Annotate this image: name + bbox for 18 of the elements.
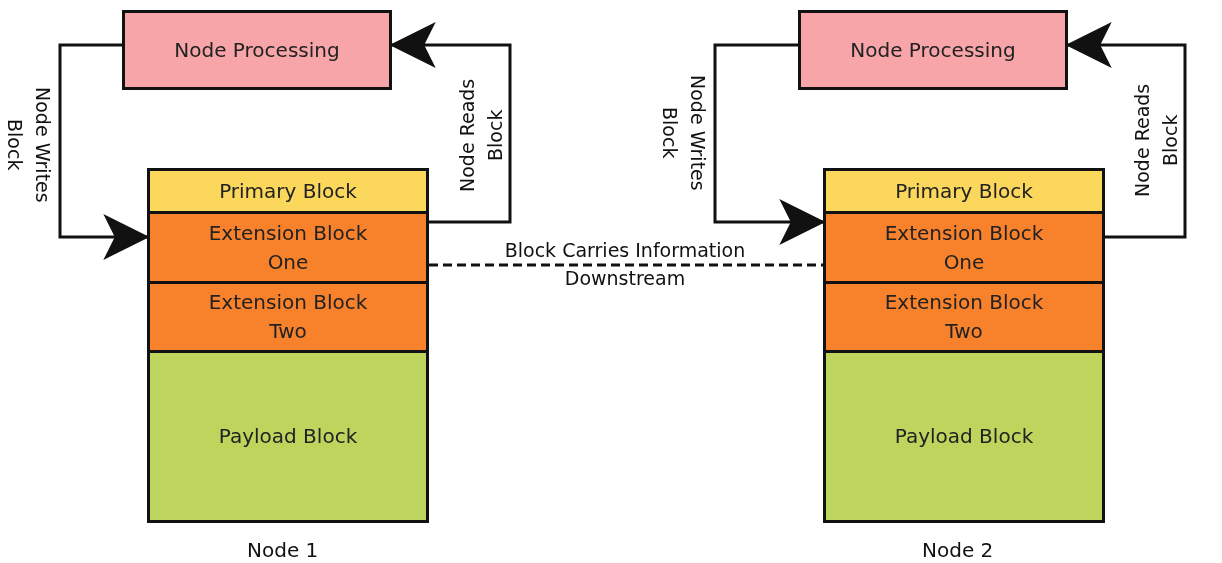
process-box: Node Processing <box>798 10 1068 90</box>
caption-label: Node 2 <box>922 538 994 562</box>
caption-label: Node 1 <box>247 538 319 562</box>
block-segment: Extension Block Two <box>147 281 429 353</box>
edge-label: Node Writes Block <box>659 74 710 193</box>
edge-label: Node Reads Block <box>455 77 506 194</box>
block-segment: Primary Block <box>823 168 1105 214</box>
block-segment: Primary Block <box>147 168 429 214</box>
block-segment: Payload Block <box>823 350 1105 523</box>
block-segment: Extension Block Two <box>823 281 1105 353</box>
dashed-line <box>429 263 823 267</box>
process-box: Node Processing <box>122 10 392 90</box>
block-segment: Extension Block One <box>823 211 1105 284</box>
edge-label: Node Reads Block <box>1130 82 1181 199</box>
block-segment: Extension Block One <box>147 211 429 284</box>
edge-label: Block Carries Information Downstream <box>503 238 747 291</box>
edge-label: Node Writes Block <box>4 86 55 205</box>
block-segment: Payload Block <box>147 350 429 523</box>
